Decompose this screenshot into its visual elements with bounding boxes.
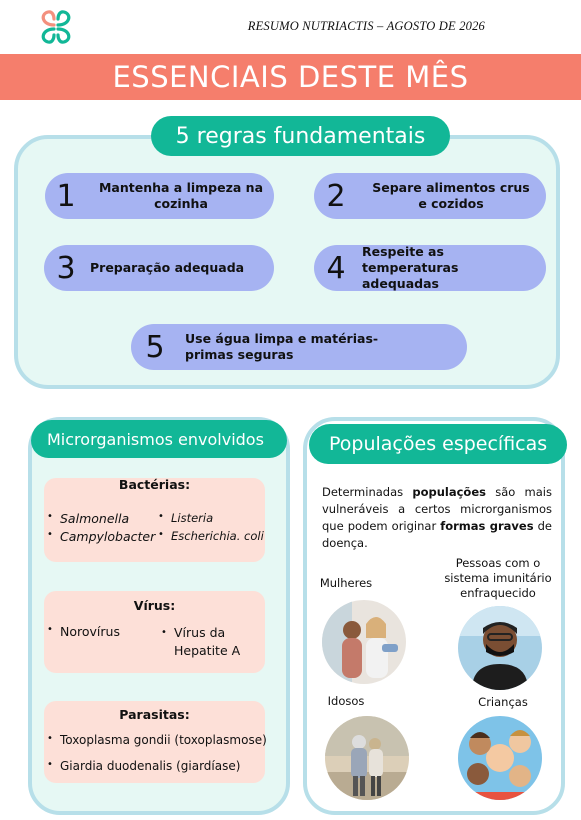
intro-text: são mais vulneráveis a certos microrgani…: [322, 485, 552, 533]
rule-number: 5: [145, 329, 165, 365]
rule-number: 1: [56, 178, 76, 214]
elderly-label: Idosos: [327, 694, 365, 708]
rule-item: 3 Preparação adequada: [44, 245, 274, 291]
rule-item: 5 Use água limpa e matérias-primas segur…: [131, 324, 467, 370]
banner: ESSENCIAIS DESTE MÊS: [0, 54, 581, 100]
rule-number: 3: [56, 250, 76, 286]
list-item: Listeria: [158, 511, 213, 525]
rule-item: 4 Respeite as temperaturas adequadas: [314, 244, 546, 291]
clover-cross-logo-icon: [34, 6, 78, 46]
bacteria-box: Bactérias: Salmonella Campylobacter List…: [44, 478, 265, 562]
list-item: Escherichia. coli: [158, 529, 264, 543]
rule-text: Preparação adequada: [90, 260, 245, 275]
rule-item: 1 Mantenha a limpeza na cozinha: [45, 173, 274, 219]
populations-intro: Determinadas populações são mais vulnerá…: [322, 484, 552, 552]
list-item: Salmonella: [47, 511, 129, 526]
rule-text: Respeite as temperaturas adequadas: [362, 244, 459, 291]
elderly-photo: [325, 716, 409, 800]
list-item: Toxoplasma gondii (toxoplasmose): [47, 733, 267, 747]
parasites-title: Parasitas:: [119, 707, 190, 722]
women-photo: [322, 600, 406, 684]
virus-title: Vírus:: [133, 598, 176, 613]
rule-number: 4: [326, 250, 346, 286]
immunocompromised-photo: [458, 606, 542, 690]
list-item: Vírus da Hepatite A: [161, 624, 254, 660]
intro-bold: populações: [412, 485, 486, 499]
document-header-title: RESUMO NUTRIACTIS – AGOSTO DE 2026: [247, 19, 485, 33]
intro-bold: formas graves: [440, 519, 534, 533]
intro-text: de doença.: [322, 519, 552, 550]
list-item: Norovírus: [47, 624, 120, 639]
rule-text: Mantenha a limpeza na cozinha: [98, 180, 263, 211]
women-label: Mulheres: [319, 576, 373, 590]
immunocompromised-label: Pessoas com o sistema imunitário enfraqu…: [444, 556, 552, 600]
virus-box: Vírus: Norovírus Vírus da Hepatite A: [44, 591, 265, 673]
parasites-box: Parasitas: Toxoplasma gondii (toxoplasmo…: [44, 701, 267, 783]
rule-number: 2: [326, 178, 346, 214]
populations-title: Populações específicas: [309, 424, 567, 464]
list-item: Campylobacter: [47, 529, 155, 544]
rules-title: 5 regras fundamentais: [151, 116, 450, 156]
list-item: Giardia duodenalis (giardíase): [47, 759, 240, 773]
children-label: Crianças: [478, 695, 528, 709]
children-photo: [458, 716, 542, 800]
rule-text: Use água limpa e matérias-primas seguras: [185, 331, 379, 362]
banner-title: ESSENCIAIS DESTE MÊS: [112, 60, 469, 94]
rule-text: Separe alimentos crus e cozidos: [372, 180, 530, 211]
microorganisms-title: Microrganismos envolvidos: [31, 420, 287, 458]
bacteria-title: Bactérias:: [118, 477, 191, 492]
rule-item: 2 Separe alimentos crus e cozidos: [314, 173, 546, 219]
intro-text: Determinadas: [322, 485, 413, 499]
